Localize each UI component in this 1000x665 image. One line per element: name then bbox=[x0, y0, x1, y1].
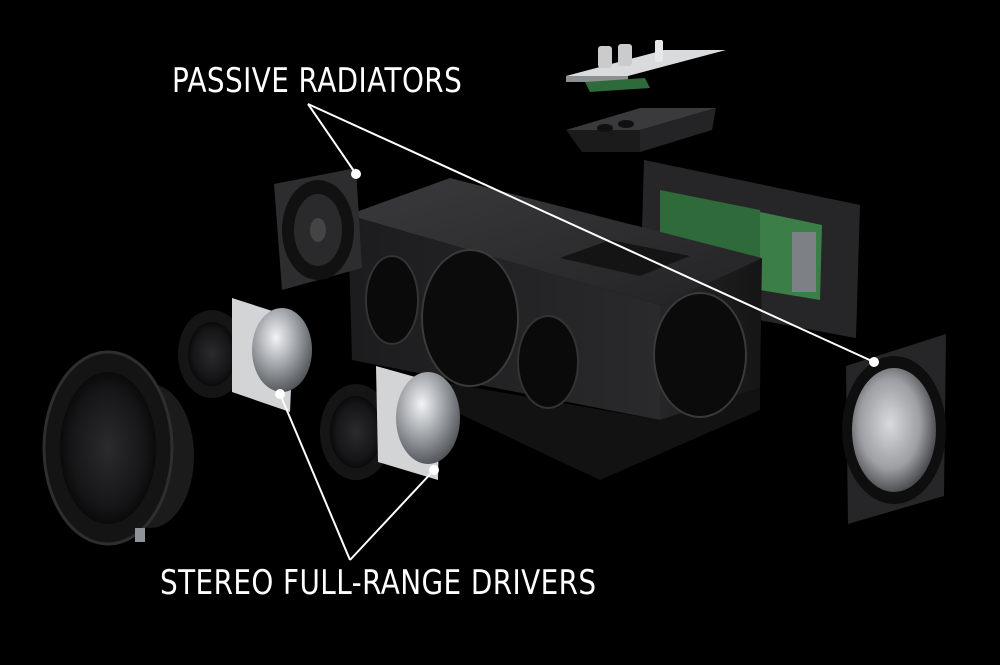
callout-lines bbox=[279, 103, 875, 561]
button-bezel bbox=[566, 108, 716, 152]
passive-radiators-label: PASSIVE RADIATORS bbox=[172, 61, 463, 101]
callout-dots bbox=[275, 169, 879, 475]
speaker-enclosure bbox=[348, 178, 762, 480]
right-passive-radiator bbox=[842, 334, 946, 524]
woofer bbox=[42, 350, 194, 546]
left-passive-radiator bbox=[274, 168, 362, 290]
full-range-driver-right bbox=[320, 366, 460, 480]
full-range-driver-left bbox=[178, 298, 312, 412]
control-board bbox=[566, 40, 726, 92]
stereo-drivers-label: STEREO FULL-RANGE DRIVERS bbox=[160, 563, 597, 603]
